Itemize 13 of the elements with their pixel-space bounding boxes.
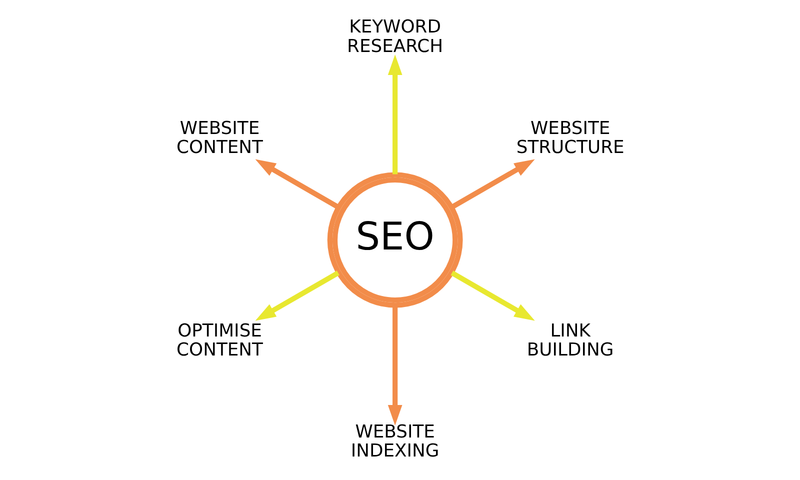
node-text: LINK BUILDING xyxy=(526,320,614,361)
node-text: WEBSITE INDEXING xyxy=(350,422,439,462)
node-text: WEBSITE STRUCTURE xyxy=(516,118,624,158)
node-text: KEYWORD RESEARCH xyxy=(346,16,443,57)
node-circle: SEO xyxy=(326,172,462,308)
arrow xyxy=(387,306,402,426)
node-text: OPTIMISE CONTENT xyxy=(176,320,262,361)
node-text: WEBSITE CONTENT xyxy=(176,118,262,158)
arrow xyxy=(450,270,534,321)
arrow xyxy=(254,270,339,321)
arrow xyxy=(254,159,339,210)
arrow xyxy=(387,54,402,174)
arrow xyxy=(450,159,534,210)
